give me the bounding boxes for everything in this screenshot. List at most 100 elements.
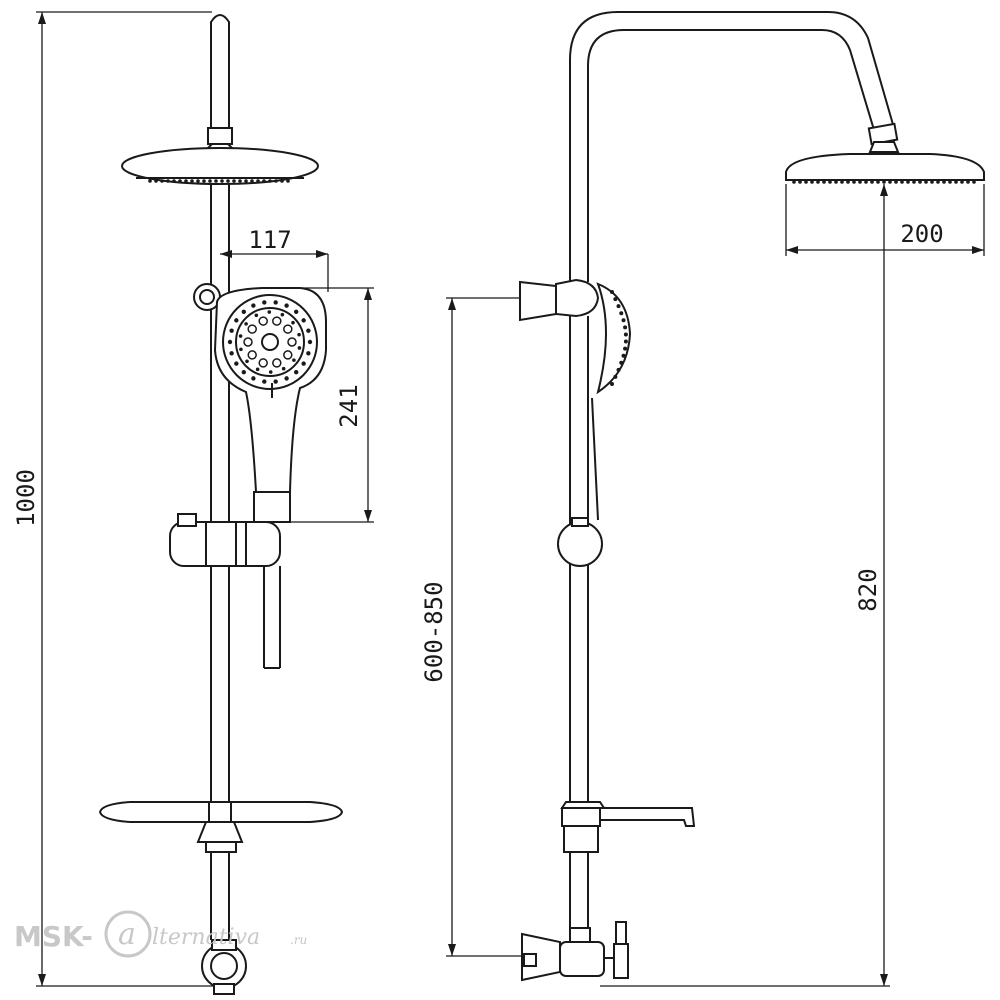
side-shelf xyxy=(599,807,696,827)
nozzle xyxy=(972,180,976,184)
front-shower-arm xyxy=(210,14,230,128)
nozzle xyxy=(250,179,254,183)
nozzle xyxy=(798,180,802,184)
side-diverter-knob xyxy=(613,943,629,979)
nozzle xyxy=(202,179,206,183)
nozzle-ring xyxy=(272,316,282,326)
nozzle xyxy=(966,180,970,184)
label-bar-height-range: 600-850 xyxy=(420,581,448,682)
nozzle xyxy=(227,339,233,345)
nozzle xyxy=(870,180,874,184)
nozzle xyxy=(613,374,618,379)
nozzle xyxy=(220,179,224,183)
nozzle xyxy=(280,312,285,317)
side-shelf-mount xyxy=(561,807,601,827)
nozzle xyxy=(268,370,273,374)
nozzle xyxy=(244,179,248,183)
dimension-labels: 1000 117 241 600-850 820 200 xyxy=(12,220,944,683)
front-slider-holder xyxy=(169,521,281,567)
nozzle xyxy=(172,179,176,183)
nozzle xyxy=(284,376,289,381)
nozzle xyxy=(234,318,239,323)
nozzle xyxy=(912,180,916,184)
nozzle xyxy=(226,179,230,183)
nozzle xyxy=(160,179,164,183)
nozzle xyxy=(864,180,868,184)
nozzle xyxy=(930,180,934,184)
nozzle xyxy=(900,180,904,184)
side-riser-outer xyxy=(569,11,895,282)
nozzle xyxy=(255,367,260,372)
nozzle xyxy=(876,180,880,184)
nozzle xyxy=(307,339,313,345)
front-shelf-bracket xyxy=(196,821,244,843)
nozzle xyxy=(241,309,247,314)
nozzle-ring xyxy=(258,358,268,368)
nozzle xyxy=(184,179,188,183)
nozzle xyxy=(810,180,814,184)
nozzle xyxy=(840,180,844,184)
nozzle xyxy=(306,328,311,333)
nozzle xyxy=(888,180,892,184)
nozzle xyxy=(619,311,624,316)
front-head-nozzles xyxy=(148,179,290,183)
nozzle xyxy=(936,180,940,184)
nozzle xyxy=(245,359,249,364)
nozzle xyxy=(273,379,278,384)
side-hand-shower xyxy=(596,282,632,395)
nozzle xyxy=(262,379,267,384)
watermark: MSK- a lternativa .ru xyxy=(14,910,307,958)
nozzle xyxy=(281,366,286,371)
nozzle xyxy=(241,370,247,375)
nozzle xyxy=(623,332,628,337)
nozzle xyxy=(229,328,234,333)
nozzle xyxy=(267,310,272,314)
nozzle-ring xyxy=(283,350,293,360)
side-bracket-joint xyxy=(555,278,600,318)
nozzle xyxy=(616,304,621,309)
nozzle xyxy=(148,179,152,183)
nozzle xyxy=(262,300,267,305)
watermark-script: lternativa xyxy=(152,925,260,950)
nozzle xyxy=(924,180,928,184)
label-head-diameter: 200 xyxy=(900,220,943,248)
nozzle xyxy=(166,179,170,183)
nozzle xyxy=(610,290,614,294)
nozzle xyxy=(273,300,278,305)
side-hose xyxy=(591,397,599,521)
nozzle xyxy=(280,179,284,183)
nozzle-ring xyxy=(287,337,297,347)
nozzle xyxy=(239,347,243,352)
nozzle xyxy=(610,382,614,386)
side-head-connector xyxy=(868,141,900,153)
nozzle xyxy=(286,179,290,183)
side-wall-bracket xyxy=(519,280,557,322)
front-arm-nut xyxy=(207,127,233,145)
nozzle xyxy=(291,320,295,325)
nozzle xyxy=(623,339,628,344)
nozzle xyxy=(623,325,628,330)
nozzle xyxy=(301,361,306,366)
nozzle xyxy=(816,180,820,184)
nozzle xyxy=(293,370,299,375)
side-slider-ball xyxy=(557,521,603,567)
nozzle xyxy=(238,179,242,183)
nozzle xyxy=(828,180,832,184)
nozzle-ring xyxy=(247,324,257,334)
nozzle xyxy=(256,179,260,183)
nozzle xyxy=(894,180,898,184)
nozzle xyxy=(623,346,628,351)
nozzle xyxy=(254,313,259,318)
label-head-height: 820 xyxy=(854,568,882,611)
nozzle-ring xyxy=(283,324,293,334)
nozzle xyxy=(214,179,218,183)
nozzle xyxy=(178,179,182,183)
watermark-brand: MSK- xyxy=(14,920,93,953)
label-handshower-offset: 117 xyxy=(248,226,291,254)
nozzle xyxy=(882,180,886,184)
nozzle xyxy=(954,180,958,184)
front-overhead-shower-head xyxy=(121,147,319,185)
nozzle xyxy=(906,180,910,184)
nozzle xyxy=(616,367,621,372)
